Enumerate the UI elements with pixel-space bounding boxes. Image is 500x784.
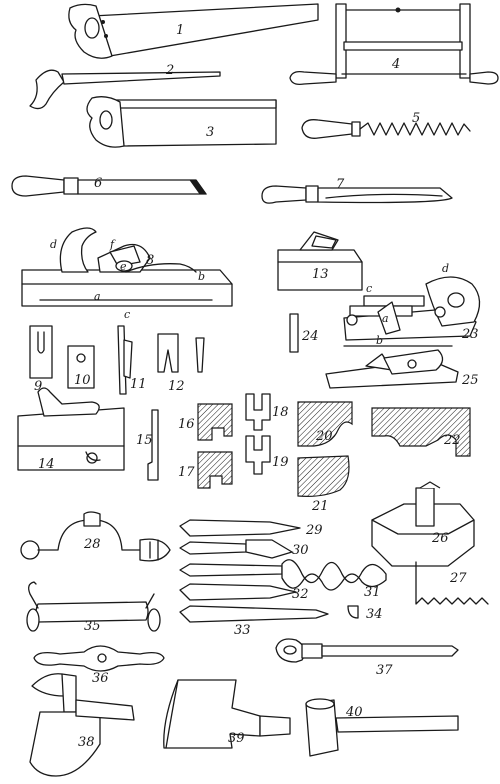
figure-number-24: 24 [301, 329, 319, 344]
jack-plane-letter-b: b [198, 270, 205, 283]
compass-saw [29, 69, 221, 110]
figure-number-3: 3 [206, 125, 214, 140]
figure-number-10: 10 [74, 373, 91, 388]
figure-number-31: 31 [364, 585, 381, 600]
mallet [305, 698, 459, 757]
center-bit [179, 539, 293, 559]
back-saw [86, 96, 277, 148]
rabbet-plane [17, 387, 125, 471]
smoothing-plane [277, 231, 363, 291]
molding-profiles [197, 393, 471, 497]
jack-plane-letter-e: e [120, 260, 127, 273]
firmer-chisel [11, 175, 207, 197]
gouge [261, 185, 453, 204]
screwdriver [275, 638, 459, 663]
brace [20, 511, 171, 562]
fillister-plane [325, 349, 459, 389]
figure-numbers: 1 2 3 4 5 6 7 8 9 10 11 12 13 14 15 16 1… [34, 23, 479, 750]
figure-number-7: 7 [336, 177, 345, 192]
figure-number-8: 8 [146, 253, 154, 268]
plow-plane [343, 276, 481, 347]
plow-plane-letter-a: a [382, 312, 389, 325]
cap-iron [67, 345, 95, 389]
jack-plane-letter-d: d [50, 238, 57, 251]
figure-number-14: 14 [38, 457, 55, 472]
figure-number-16: 16 [178, 417, 195, 432]
figure-number-20: 20 [315, 429, 333, 444]
plow-iron [289, 313, 299, 353]
figure-number-9: 9 [34, 379, 42, 394]
plow-plane-letter-c: c [366, 282, 372, 295]
figure-number-32: 32 [292, 587, 309, 602]
plow-plane-letter-b: b [376, 334, 383, 347]
part-letters: d f e b a c d c a b [50, 238, 449, 347]
figure-number-26: 26 [431, 531, 449, 546]
figure-number-22: 22 [443, 433, 461, 448]
jack-plane-letter-f: f [109, 238, 116, 251]
figure-number-6: 6 [94, 176, 102, 191]
bow-saw [289, 3, 499, 86]
figure-number-27: 27 [449, 571, 467, 586]
handsaw [68, 3, 319, 59]
hatchet [163, 679, 291, 749]
figure-number-38: 38 [78, 735, 95, 750]
figure-number-35: 35 [84, 619, 101, 634]
figure-number-5: 5 [412, 111, 420, 126]
rasp [301, 119, 471, 139]
gimlet-bit [179, 519, 301, 537]
figure-number-37: 37 [376, 663, 393, 678]
figure-number-18: 18 [272, 405, 289, 420]
bead-iron [147, 409, 159, 481]
saw-tooth-detail [415, 561, 489, 605]
figure-number-21: 21 [311, 499, 329, 514]
countersink-bit [179, 605, 329, 623]
figure-number-36: 36 [92, 671, 109, 686]
figure-number-11: 11 [130, 377, 147, 392]
router-plane [371, 481, 475, 567]
figure-number-4: 4 [391, 57, 400, 72]
plane-wedge [157, 333, 205, 373]
iron-side-view [117, 325, 133, 395]
figure-number-34: 34 [366, 607, 383, 622]
twist-bit [179, 583, 297, 601]
figure-number-19: 19 [272, 455, 289, 470]
figure-number-40: 40 [345, 705, 363, 720]
spokeshave [33, 645, 165, 672]
countersink-section [347, 605, 359, 619]
drawknife [26, 581, 161, 632]
figure-number-30: 30 [292, 543, 309, 558]
figure-number-12: 12 [168, 379, 185, 394]
figure-number-1: 1 [176, 23, 184, 38]
figure-number-23: 23 [461, 327, 479, 342]
figure-number-33: 33 [234, 623, 251, 638]
figure-number-25: 25 [461, 373, 479, 388]
figure-number-17: 17 [178, 465, 195, 480]
jack-plane-letter-a: a [94, 290, 101, 303]
claw-hammer [29, 673, 135, 777]
figure-number-28: 28 [83, 537, 101, 552]
figure-number-39: 39 [228, 731, 245, 746]
plow-plane-letter-d: d [442, 262, 449, 275]
plane-iron [29, 325, 53, 379]
auger-bit [179, 559, 387, 591]
figure-number-15: 15 [136, 433, 153, 448]
figure-number-13: 13 [312, 267, 329, 282]
jack-plane [21, 227, 233, 307]
jack-plane-letter-c: c [124, 308, 130, 321]
figure-number-29: 29 [305, 523, 323, 538]
figure-number-2: 2 [165, 63, 174, 78]
